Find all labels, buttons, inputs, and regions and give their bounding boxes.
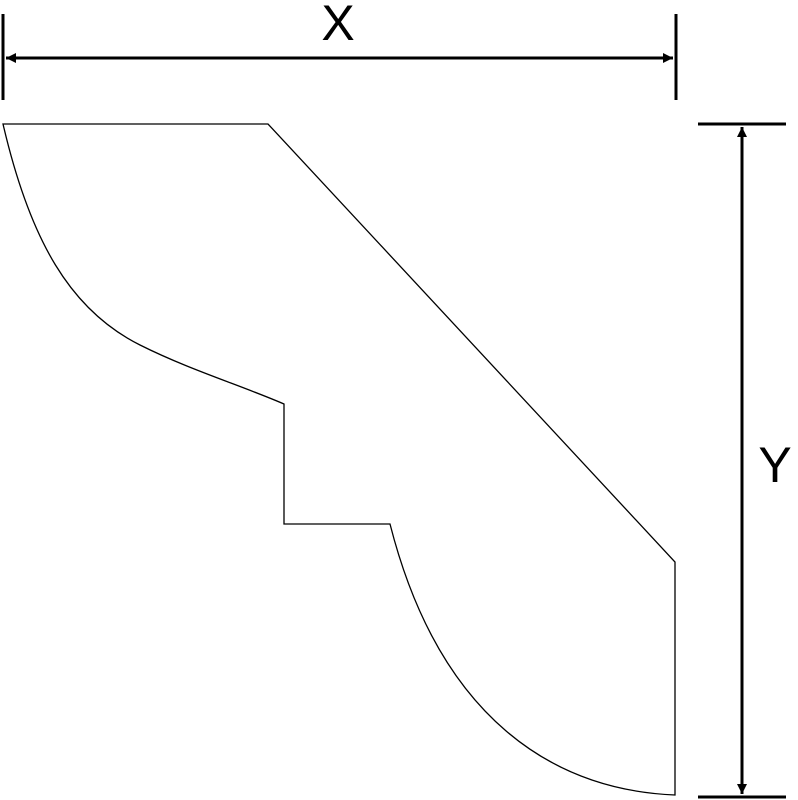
width-dimension: X <box>1 0 678 100</box>
width-label: X <box>321 0 354 51</box>
height-label: Y <box>758 437 791 493</box>
molding-profile-outline <box>2 123 676 796</box>
height-dimension: Y <box>698 122 792 799</box>
